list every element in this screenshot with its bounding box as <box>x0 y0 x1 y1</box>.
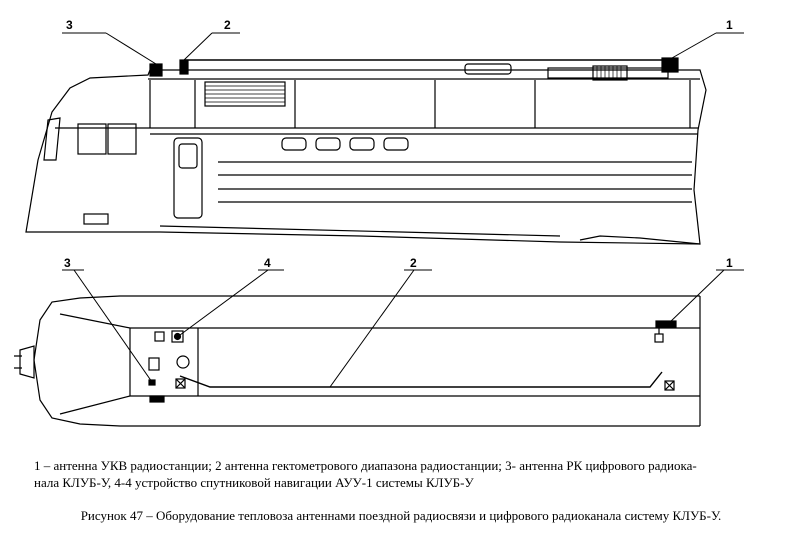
side-callout-1: 1 <box>726 18 733 32</box>
windshield <box>43 117 61 161</box>
top-view <box>14 295 701 427</box>
antenna-1-top <box>655 320 677 328</box>
antenna-1-side <box>661 57 679 73</box>
side-porthole-2 <box>315 137 341 151</box>
side-callout-2: 2 <box>224 18 231 32</box>
figure-caption: Рисунок 47 – Оборудование тепловоза анте… <box>80 508 722 523</box>
locomotive-antenna-diagram: 3 2 1 <box>14 18 744 427</box>
legend-line-1: 1 – антенна УКВ радиостанции; 2 антенна … <box>34 458 697 473</box>
side-porthole-1 <box>281 137 307 151</box>
top-callout-4: 4 <box>264 256 271 270</box>
side-callout-3: 3 <box>66 18 73 32</box>
side-view <box>25 57 707 245</box>
cab-window-left <box>77 123 107 155</box>
roof-radiator <box>592 65 628 81</box>
antenna-2-top-wire <box>179 371 663 388</box>
antenna-2-side-mount <box>179 59 189 75</box>
roof-unit <box>547 67 669 79</box>
cable-lead-left <box>149 395 165 403</box>
equipment-box-a <box>154 331 165 342</box>
equipment-box-b <box>148 357 160 371</box>
antenna-4-top <box>171 330 184 343</box>
roof-dome <box>464 63 512 75</box>
roof-grille-slats <box>205 85 285 103</box>
mount-left <box>175 378 186 389</box>
top-body-outline <box>33 295 700 427</box>
cab-vent <box>83 213 109 225</box>
top-callout-3: 3 <box>64 256 71 270</box>
top-callout-1: 1 <box>726 256 733 270</box>
antenna-3-side <box>149 63 163 77</box>
door-window <box>178 143 198 169</box>
mount-right <box>664 380 675 391</box>
cab-window-right <box>107 123 137 155</box>
legend-line-2: нала КЛУБ-У, 4-4 устройство спутниковой … <box>34 475 474 490</box>
gauge-circle <box>176 355 190 369</box>
antenna-1-base <box>654 333 664 343</box>
side-porthole-4 <box>383 137 409 151</box>
side-door <box>173 137 203 219</box>
top-callout-2: 2 <box>410 256 417 270</box>
antenna-3-top <box>148 379 156 386</box>
side-porthole-3 <box>349 137 375 151</box>
side-body-outline <box>25 69 707 245</box>
top-callouts <box>62 269 744 388</box>
side-callouts <box>62 32 744 65</box>
figure-legend: 1 – антенна УКВ радиостанции; 2 антенна … <box>34 457 774 491</box>
coupler <box>19 345 35 379</box>
